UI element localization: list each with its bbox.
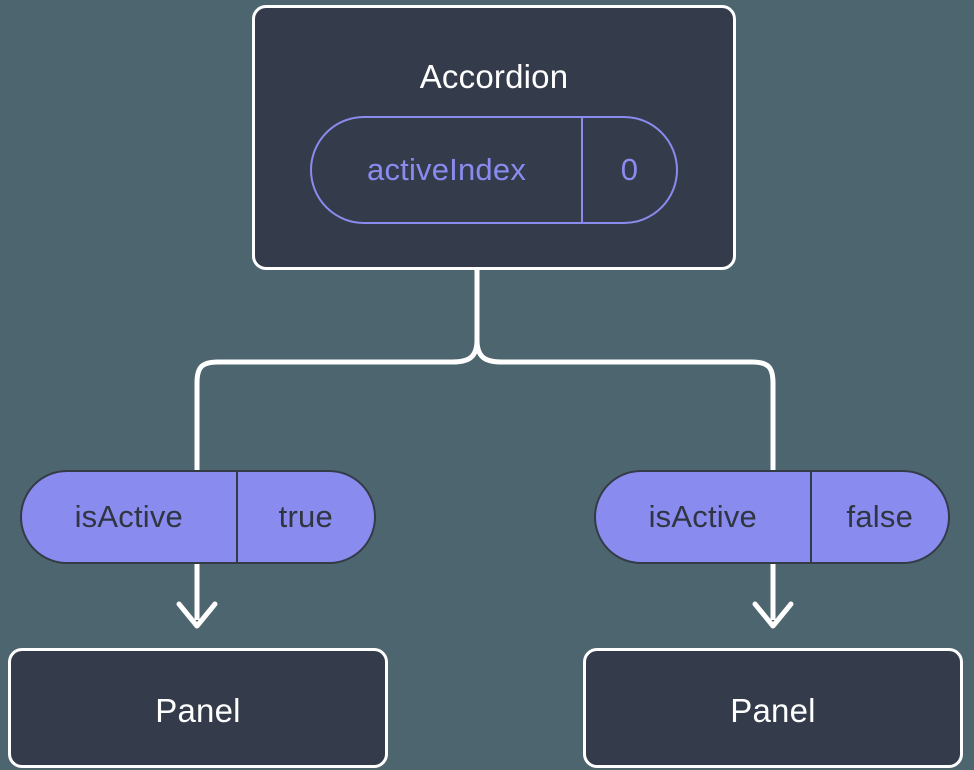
edge-to-right-branch xyxy=(474,339,776,470)
prop-pill-is-active-left-value: true xyxy=(235,472,374,562)
prop-pill-is-active-right-value: false xyxy=(809,472,948,562)
prop-pill-is-active-right-key: isActive xyxy=(648,499,757,534)
state-pill-active-index-key: activeIndex xyxy=(367,152,527,187)
prop-pill-is-active-left-key: isActive xyxy=(74,499,183,534)
node-accordion-label: Accordion xyxy=(419,58,569,95)
node-panel-right[interactable]: Panel xyxy=(583,648,963,768)
node-panel-left[interactable]: Panel xyxy=(8,648,388,768)
state-pill-active-index[interactable]: activeIndex 0 xyxy=(310,116,678,224)
prop-pill-is-active-right[interactable]: isActive false xyxy=(594,470,950,564)
node-panel-left-label: Panel xyxy=(155,692,241,729)
prop-pill-is-active-left[interactable]: isActive true xyxy=(20,470,376,564)
node-panel-right-label: Panel xyxy=(730,692,816,729)
edge-to-left-branch xyxy=(194,339,480,470)
state-pill-active-index-value: 0 xyxy=(581,118,676,222)
arrowhead-left xyxy=(176,601,218,629)
arrowhead-right xyxy=(752,601,794,629)
